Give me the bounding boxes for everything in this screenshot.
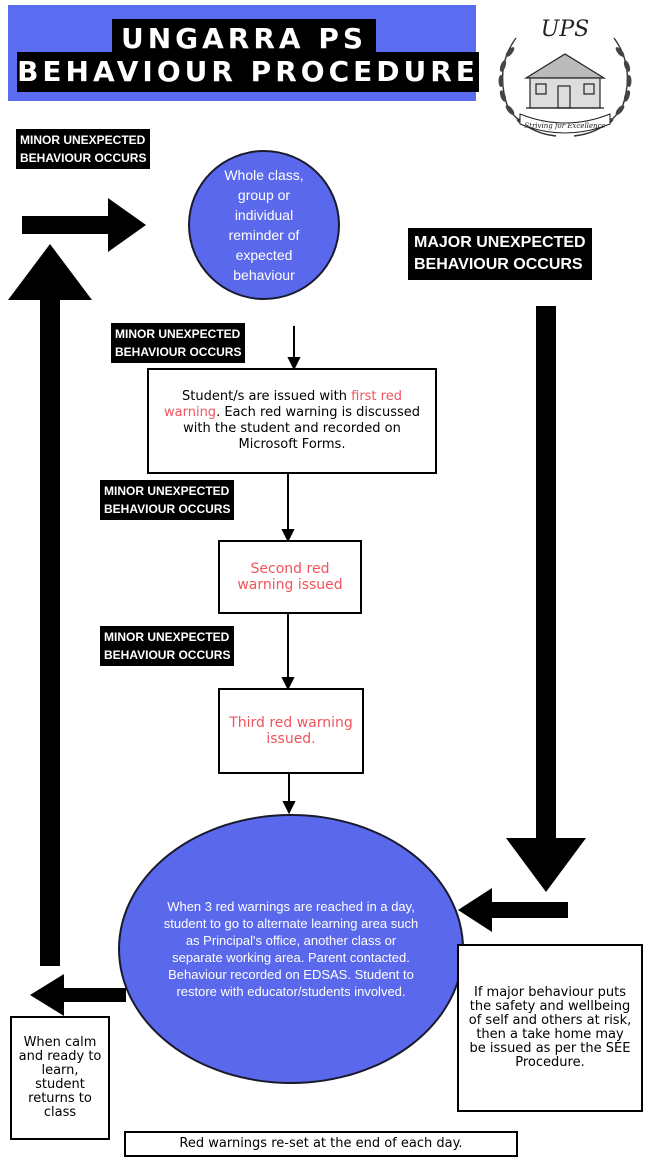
minor-tag-3: MINOR UNEXPECTED BEHAVIOUR OCCURS <box>100 480 235 520</box>
major-tag-line-1: MAJOR UNEXPECTED <box>414 234 586 251</box>
major-outcome-text: If major behaviour puts the safety and w… <box>468 985 632 1070</box>
svg-text:Striving for Excellence: Striving for Excellence <box>524 122 605 130</box>
minor-tag-2: MINOR UNEXPECTED BEHAVIOUR OCCURS <box>111 323 246 363</box>
return-to-class-box: When calm and ready to learn, student re… <box>10 1016 110 1140</box>
first-warning-highlight: first red warning <box>164 389 402 420</box>
minor-tag-1-line-1: MINOR UNEXPECTED <box>20 133 146 147</box>
arrow-down-major <box>506 306 586 892</box>
footer-note-text: Red warnings re-set at the end of each d… <box>179 1136 463 1151</box>
major-outcome-box: If major behaviour puts the safety and w… <box>457 944 643 1112</box>
minor-tag-1: MINOR UNEXPECTED BEHAVIOUR OCCURS <box>16 129 151 169</box>
arrow-right-into-reminder <box>22 198 146 252</box>
return-to-class-text: When calm and ready to learn, student re… <box>18 1035 102 1120</box>
title-line-2: BEHAVIOUR PROCEDURE <box>17 52 479 92</box>
svg-text:UPS: UPS <box>541 17 589 42</box>
reminder-circle: Whole class, group or individual reminde… <box>188 150 340 300</box>
minor-tag-1-line-2: BEHAVIOUR OCCURS <box>20 151 147 165</box>
arrow-up-loop <box>8 244 92 966</box>
second-warning-text: Second red warning issued <box>237 561 343 593</box>
minor-tag-4: MINOR UNEXPECTED BEHAVIOUR OCCURS <box>100 626 235 666</box>
minor-tag-2-line-2: BEHAVIOUR OCCURS <box>115 345 242 359</box>
first-warning-box: Student/s are issued with first red warn… <box>147 368 437 474</box>
second-warning-box: Second red warning issued <box>218 540 362 614</box>
first-warning-text-post: . Each red warning is discussed with the… <box>183 405 420 452</box>
major-tag-line-2: BEHAVIOUR OCCURS <box>414 256 583 273</box>
major-tag: MAJOR UNEXPECTED BEHAVIOUR OCCURS <box>408 228 592 280</box>
three-warnings-text: When 3 red warnings are reached in a day… <box>163 899 419 999</box>
minor-tag-3-line-2: BEHAVIOUR OCCURS <box>104 502 231 516</box>
arrow-left-into-circle <box>458 888 568 932</box>
third-warning-text: Third red warning issued. <box>229 715 353 747</box>
footer-note-box: Red warnings re-set at the end of each d… <box>124 1131 518 1157</box>
thin-connectors <box>281 326 301 815</box>
school-logo: UPS Striving for Excellence <box>486 8 644 148</box>
reminder-text: Whole class, group or individual reminde… <box>224 167 304 283</box>
minor-tag-4-line-1: MINOR UNEXPECTED <box>104 630 230 644</box>
minor-tag-2-line-1: MINOR UNEXPECTED <box>115 327 241 341</box>
third-warning-box: Third red warning issued. <box>218 688 364 774</box>
three-warnings-circle: When 3 red warnings are reached in a day… <box>118 814 464 1084</box>
arrow-left-to-return <box>30 974 126 1016</box>
first-warning-text-pre: Student/s are issued with <box>182 389 352 404</box>
title-line-1: UNGARRA PS <box>112 19 376 59</box>
minor-tag-3-line-1: MINOR UNEXPECTED <box>104 484 230 498</box>
minor-tag-4-line-2: BEHAVIOUR OCCURS <box>104 648 231 662</box>
